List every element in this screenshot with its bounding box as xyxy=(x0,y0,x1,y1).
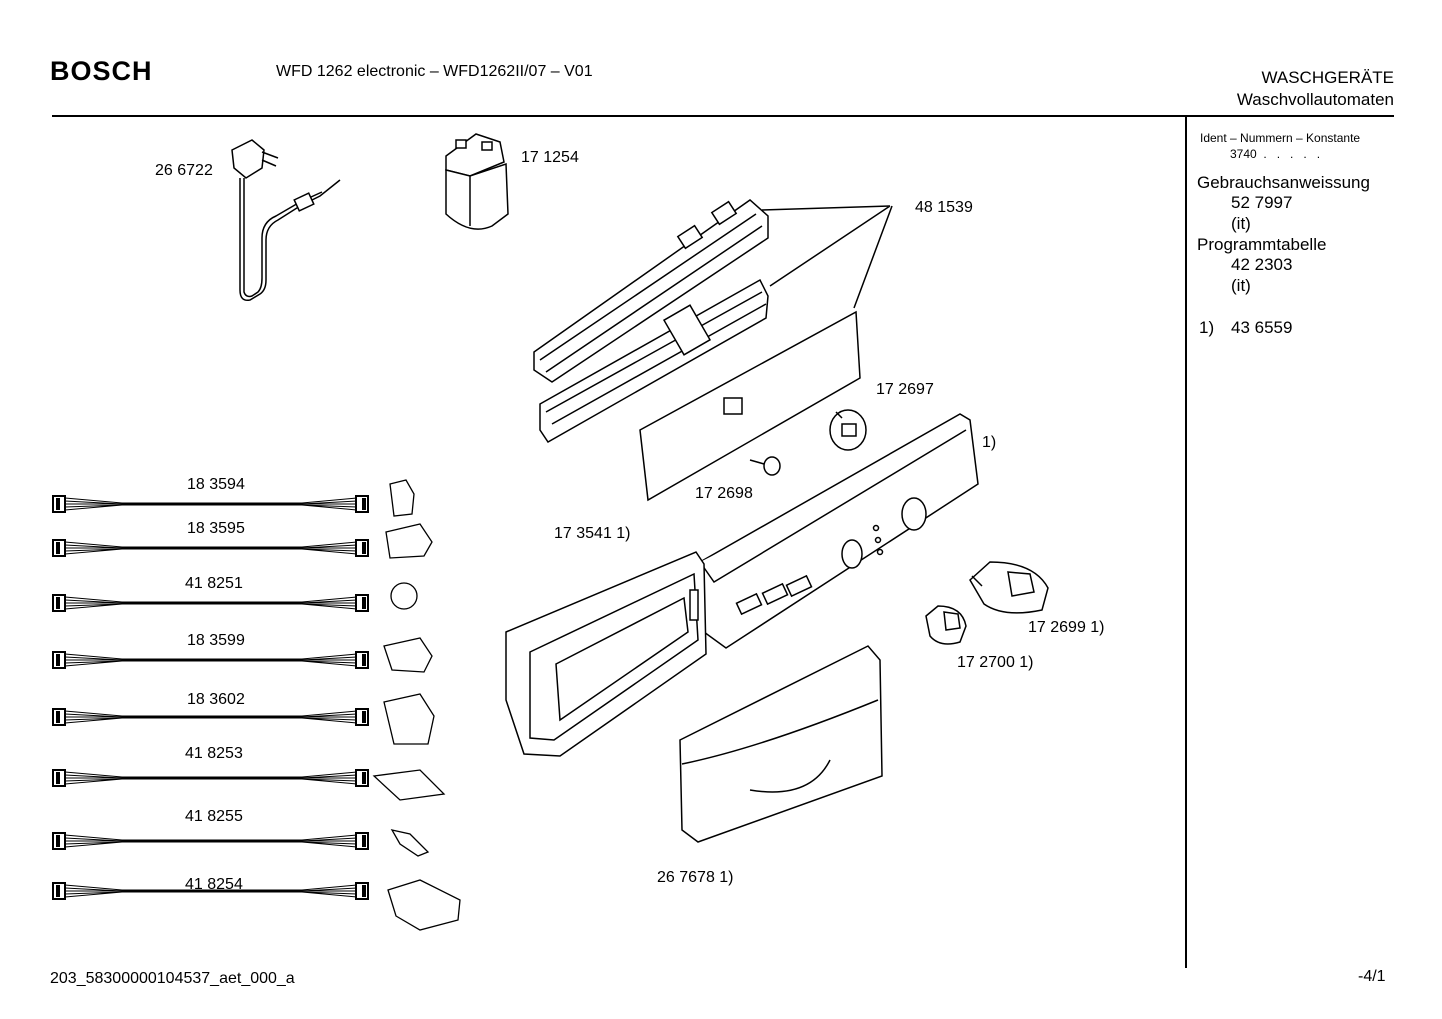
label-knob-large: 17 2699 1) xyxy=(1028,619,1105,636)
label-knob-small: 17 2700 1) xyxy=(957,654,1034,671)
filter-drawing xyxy=(445,133,509,230)
header-divider xyxy=(52,115,1394,117)
connector-part xyxy=(387,879,461,931)
connector-part xyxy=(390,582,418,610)
brand-logo: BOSCH xyxy=(50,56,153,86)
connector-part xyxy=(383,637,433,673)
manual-number: 52 7997 xyxy=(1231,193,1293,212)
page-number: -4/1 xyxy=(1358,968,1386,985)
category-title: WASCHGERÄTE xyxy=(1261,68,1394,87)
drawer-frame-drawing xyxy=(505,551,707,757)
label-drawer-handle: 26 7678 1) xyxy=(657,869,734,886)
label-cable: 41 8253 xyxy=(185,745,243,762)
cable-harness xyxy=(52,707,370,727)
cable-harness xyxy=(52,494,370,514)
cable-harness xyxy=(52,831,370,851)
cable-harness xyxy=(52,593,370,613)
front-panel-drawing xyxy=(699,413,979,649)
knob-disc-drawing xyxy=(829,409,867,451)
label-panel-note: 1) xyxy=(982,434,997,451)
model-title: WFD 1262 electronic – WFD1262II/07 – V01 xyxy=(276,63,593,80)
cable-harness xyxy=(52,650,370,670)
power-cord-drawing xyxy=(231,139,341,302)
label-module-group: 48 1539 xyxy=(915,199,973,216)
label-seal: 17 3541 1) xyxy=(554,525,631,542)
note-marker: 1) xyxy=(1199,318,1215,337)
note-number: 43 6559 xyxy=(1231,318,1293,337)
program-label: Programmtabelle xyxy=(1197,235,1327,254)
manual-lang: (it) xyxy=(1231,214,1251,233)
connector-part xyxy=(389,479,415,517)
label-filter: 17 1254 xyxy=(521,149,579,166)
label-cable: 41 8254 xyxy=(185,876,243,893)
knob-small-drawing xyxy=(925,605,967,645)
knob-large-drawing xyxy=(969,561,1049,614)
ident-label: Ident – Nummern – Konstante xyxy=(1200,131,1361,145)
cable-harness xyxy=(52,768,370,788)
connector-parts xyxy=(372,479,461,931)
connector-part xyxy=(372,769,446,801)
connector-part xyxy=(383,693,435,745)
label-cable: 18 3602 xyxy=(187,691,245,708)
label-cable: 18 3594 xyxy=(187,476,245,493)
module-group-drawing xyxy=(533,199,893,502)
label-cable: 41 8251 xyxy=(185,575,243,592)
connector-part xyxy=(385,523,433,559)
drawer-handle-drawing xyxy=(679,645,883,843)
label-knob-disc: 17 2697 xyxy=(876,381,934,398)
spindle-drawing xyxy=(749,456,781,476)
manual-label: Gebrauchsanweissung xyxy=(1197,173,1370,192)
label-cable: 18 3599 xyxy=(187,632,245,649)
label-cable: 18 3595 xyxy=(187,520,245,537)
category-subtitle: Waschvollautomaten xyxy=(1236,90,1394,109)
label-cable: 41 8255 xyxy=(185,808,243,825)
program-number: 42 2303 xyxy=(1231,255,1293,274)
sidebar-divider xyxy=(1185,117,1187,968)
ident-value: 3740 . . . . . xyxy=(1230,147,1321,161)
program-lang: (it) xyxy=(1231,276,1251,295)
connector-part xyxy=(390,829,430,857)
label-spindle: 17 2698 xyxy=(695,485,753,502)
label-power-cord: 26 6722 xyxy=(155,162,213,179)
cable-harness xyxy=(52,538,370,558)
document-id: 203_58300000104537_aet_000_a xyxy=(50,970,295,987)
